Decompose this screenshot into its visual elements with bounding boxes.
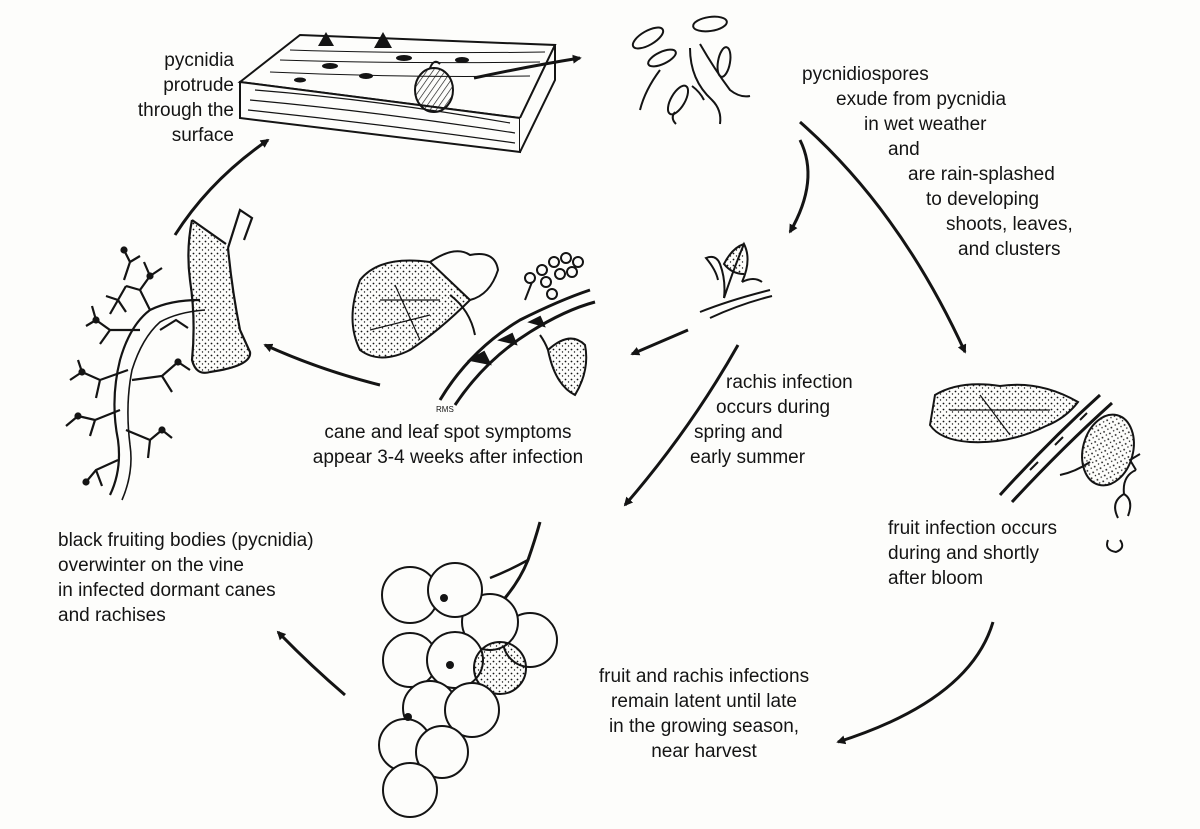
- label-rachis-infection: rachis infection occurs during spring an…: [690, 370, 853, 470]
- label-line: are rain-splashed: [908, 164, 1055, 185]
- label-cane-leaf-symptoms: cane and leaf spot symptoms appear 3-4 w…: [296, 420, 600, 470]
- label-line: pycnidia: [164, 50, 234, 71]
- label-line: overwinter on the vine: [58, 555, 244, 576]
- artist-initials: RMS: [436, 405, 454, 414]
- label-line: in wet weather: [864, 114, 987, 135]
- label-line: surface: [171, 125, 234, 146]
- label-line: occurs during: [716, 397, 831, 418]
- label-pycnidiospores: pycnidiospores exude from pycnidia in we…: [802, 62, 1073, 262]
- label-pycnidia-protrude: pycnidia protrude through the surface: [112, 48, 234, 148]
- grape-cluster-illustration: [378, 521, 558, 818]
- dormant-vine-illustration: [65, 208, 254, 501]
- label-line: fruit infection occurs: [888, 518, 1057, 539]
- label-line: and rachises: [58, 605, 166, 626]
- label-overwinter: black fruiting bodies (pycnidia) overwin…: [58, 528, 314, 628]
- label-line: and: [888, 139, 920, 160]
- label-line: remain latent until late: [611, 691, 797, 712]
- label-line: appear 3-4 weeks after infection: [312, 447, 584, 468]
- label-line: exude from pycnidia: [836, 89, 1007, 110]
- pycnidiospores-illustration: [631, 15, 751, 125]
- young-shoot-illustration: [699, 241, 773, 319]
- label-line: during and shortly: [888, 543, 1040, 564]
- fruit-infection-illustration: [928, 383, 1141, 554]
- arrow-cluster-to-overwinter: [276, 630, 346, 697]
- label-fruit-infection: fruit infection occurs during and shortl…: [888, 516, 1057, 591]
- label-line: protrude: [163, 75, 234, 96]
- cycle-arrows: [173, 54, 995, 745]
- label-line: early summer: [690, 447, 806, 468]
- arrow-fruit-to-latent: [836, 621, 995, 745]
- label-latent-infections: fruit and rachis infections remain laten…: [578, 664, 830, 764]
- label-line: in the growing season,: [608, 716, 800, 737]
- label-line: in infected dormant canes: [58, 580, 276, 601]
- label-line: to developing: [926, 189, 1040, 210]
- label-line: shoots, leaves,: [946, 214, 1073, 235]
- cane-leaf-symptoms-illustration: [351, 250, 596, 406]
- label-line: through the: [137, 100, 234, 121]
- arrow-block-to-spores: [473, 54, 582, 80]
- label-line: cane and leaf spot symptoms: [324, 422, 572, 443]
- arrow-spores-to-fruit: [799, 120, 967, 354]
- label-line: near harvest: [651, 741, 757, 762]
- label-line: and clusters: [958, 239, 1061, 260]
- arrow-symptoms-to-vine: [263, 343, 381, 387]
- arrow-vine-to-block: [173, 138, 270, 236]
- wood-block-illustration: [237, 32, 557, 154]
- label-line: pycnidiospores: [802, 64, 929, 85]
- label-line: rachis infection: [726, 372, 853, 393]
- label-line: black fruiting bodies (pycnidia): [58, 530, 314, 551]
- arrow-rachis-to-cluster: [623, 344, 740, 507]
- arrow-shoot-to-symptoms: [630, 328, 689, 356]
- arrow-spores-to-shoot: [788, 139, 810, 234]
- label-line: fruit and rachis infections: [598, 666, 810, 687]
- label-line: after bloom: [888, 568, 984, 589]
- label-line: spring and: [694, 422, 783, 443]
